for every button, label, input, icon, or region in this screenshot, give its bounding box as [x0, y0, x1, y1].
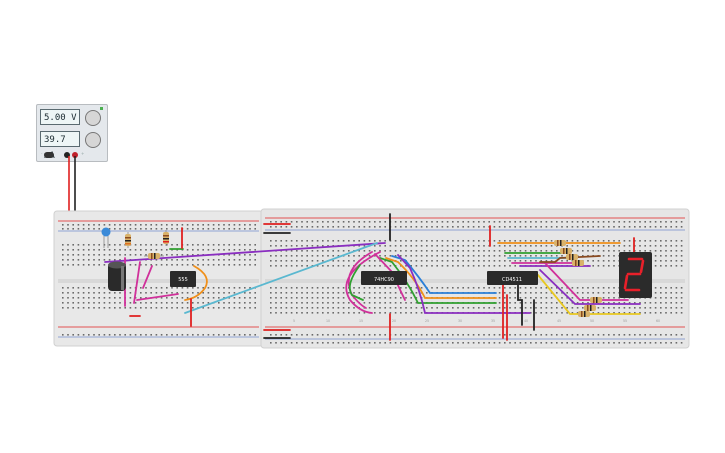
resistor-5: [560, 248, 572, 254]
segment-digit-glyph: [623, 257, 645, 292]
wire-black-dec: [517, 283, 523, 326]
chip-74hc90-label: 74HC90: [374, 277, 394, 283]
power-supply[interactable]: 5.00 V 39.7 mA - +: [36, 104, 108, 162]
wire-magenta-b: [136, 293, 179, 301]
wire-magenta-d: [142, 265, 153, 289]
chip-74hc90[interactable]: 74HC90: [361, 271, 407, 285]
terminal-label-negative: -: [41, 151, 43, 156]
positive-terminal[interactable]: [72, 152, 78, 158]
wire-purple-seg: [539, 269, 641, 305]
voltage-display: 5.00 V: [40, 109, 80, 125]
led-blue[interactable]: [101, 227, 111, 249]
resistor-1: [125, 232, 131, 248]
wire-magenta-seg: [544, 262, 629, 301]
wire-yellow-seg: [537, 274, 641, 315]
breadboard-small[interactable]: [53, 210, 264, 347]
power-switch[interactable]: [44, 152, 54, 158]
wire-green-arc: [348, 264, 364, 301]
power-indicator-icon: [100, 107, 103, 110]
current-knob[interactable]: [85, 132, 101, 148]
seven-segment-display[interactable]: 2: [619, 252, 652, 298]
chip-555[interactable]: 555: [170, 271, 196, 287]
wire-magenta-c: [133, 261, 141, 304]
voltage-knob[interactable]: [85, 110, 101, 126]
resistor-6: [566, 254, 578, 260]
resistor-4: [554, 240, 566, 246]
resistor-10: [578, 311, 590, 317]
wire-orange-bus: [385, 257, 497, 299]
wire-purple-bus: [397, 254, 531, 314]
wire-orange-555: [184, 265, 208, 301]
resistors[interactable]: [125, 230, 602, 317]
wire-brown-display: [539, 255, 601, 263]
current-display: 39.7 mA: [40, 131, 80, 161]
display-digit-value: 2: [635, 292, 638, 297]
resistor-3: [144, 253, 164, 259]
chip-cd4511[interactable]: CD4511: [487, 271, 538, 285]
electrolytic-capacitor[interactable]: [108, 261, 126, 292]
chip-555-label: 555: [178, 277, 188, 283]
jumper-wires[interactable]: [104, 213, 641, 341]
wire-cyan-long: [184, 242, 378, 314]
negative-terminal[interactable]: [64, 152, 70, 158]
resistor-2: [163, 230, 169, 246]
wire-blue-bus: [391, 255, 497, 294]
chip-cd4511-label: CD4511: [502, 277, 522, 283]
resistor-7: [572, 260, 584, 266]
resistor-8: [590, 297, 602, 303]
resistor-9: [584, 305, 596, 311]
terminal-label-positive: +: [81, 151, 85, 156]
